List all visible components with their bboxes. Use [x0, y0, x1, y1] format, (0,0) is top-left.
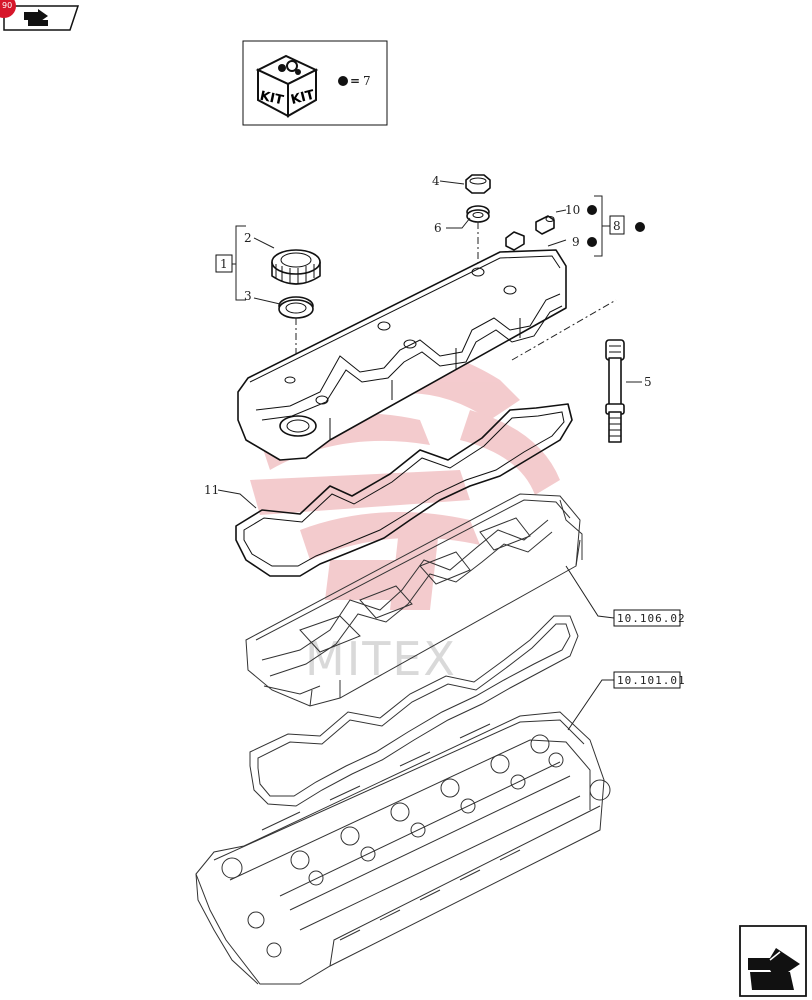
page-badge-text: 90 — [2, 1, 12, 10]
callout-6: 6 — [434, 221, 442, 235]
kit-label-right: KIT — [289, 88, 316, 108]
part-washer — [466, 205, 490, 223]
callout-box-8 — [609, 215, 625, 235]
callout-box-1 — [215, 254, 233, 273]
leader-10 — [555, 209, 567, 213]
leader-3 — [253, 297, 281, 305]
kit-box-icon: KIT KIT — [255, 54, 319, 118]
leader-ref-b — [567, 679, 614, 731]
watermark-logo — [250, 348, 560, 610]
reference-link-10-106-02[interactable]: 10.106.02 — [613, 609, 686, 627]
part-gasket — [235, 403, 573, 577]
next-arrow-icon — [748, 948, 800, 990]
top-nav-button[interactable]: 90 — [0, 0, 80, 31]
kit-mark-9 — [587, 237, 597, 247]
reference-text-b: 10.101.01 — [617, 674, 686, 687]
leader-11 — [217, 489, 257, 509]
leader-4 — [439, 180, 465, 185]
next-page-button[interactable] — [739, 925, 807, 997]
kit-legend: KIT KIT = 7 — [242, 40, 388, 126]
part-stud-bolt — [605, 339, 625, 443]
bracket-1 — [232, 225, 246, 301]
leader-6 — [446, 217, 471, 229]
reference-link-10-101-01[interactable]: 10.101.01 — [613, 671, 686, 689]
kit-label-left: KIT — [258, 89, 285, 109]
leader-2 — [253, 237, 275, 249]
kit-bullet-icon — [338, 76, 348, 86]
kit-equals: = — [350, 74, 360, 88]
part-pin — [535, 215, 555, 235]
callout-1: 1 — [220, 257, 228, 271]
watermark-text: MITEX — [305, 632, 457, 686]
ghost-lower-gasket — [249, 615, 579, 807]
part-filler-cap — [271, 249, 321, 285]
page-badge — [0, 0, 16, 18]
valve-cover — [237, 231, 567, 461]
callout-10: 10 — [565, 203, 580, 217]
axis-stud — [511, 299, 617, 361]
kit-mark-8 — [635, 222, 645, 232]
callout-11: 11 — [204, 483, 219, 497]
callout-8: 8 — [613, 219, 621, 233]
reference-text-a: 10.106.02 — [617, 612, 686, 625]
back-arrow-icon — [24, 9, 48, 26]
leader-9 — [547, 239, 567, 247]
kit-ref: 7 — [363, 74, 371, 88]
part-nut — [465, 174, 491, 194]
kit-mark-10 — [587, 205, 597, 215]
part-seal-ring — [278, 296, 314, 319]
callout-2: 2 — [244, 231, 252, 245]
ghost-rocker-housing — [245, 493, 583, 707]
bracket-8 — [594, 195, 610, 257]
callout-5: 5 — [644, 375, 652, 389]
leader-ref-a — [565, 565, 615, 619]
callout-4: 4 — [432, 174, 440, 188]
ghost-cylinder-head — [195, 711, 611, 985]
callout-3: 3 — [244, 289, 252, 303]
callout-9: 9 — [572, 235, 580, 249]
